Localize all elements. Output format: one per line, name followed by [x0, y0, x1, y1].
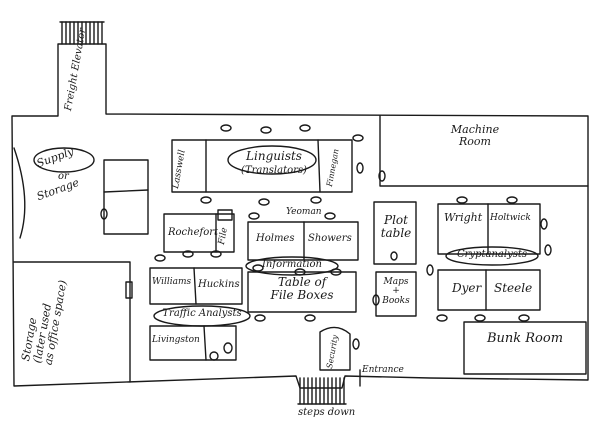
bunk-room-label: Bunk Room [480, 332, 570, 346]
supply-cabinet [103, 159, 149, 235]
showers-text: Showers [308, 233, 352, 244]
traffic-analysts-circle [153, 305, 251, 327]
holmes-label: Holmes [256, 233, 295, 245]
plot-table [373, 201, 417, 265]
plot-table-label: Plot table [376, 214, 416, 239]
linguists-table [171, 139, 353, 193]
yeoman-text: Yeoman [286, 207, 322, 217]
storage-door [125, 281, 133, 299]
machine-room-wall [379, 115, 589, 187]
entrance-steps [297, 377, 347, 405]
williams-text: Williams [152, 277, 192, 287]
rochefort-desk [163, 213, 235, 253]
traffic-analysts-text: Traffic Analysts [162, 308, 242, 319]
machine-room-text: Machine Room [450, 123, 500, 148]
cryptanalysts-circle [445, 246, 539, 266]
huckins-text: Huckins [198, 279, 240, 290]
maps-books-line-3: Books [382, 295, 410, 306]
steele-text: Steele [494, 281, 533, 295]
chairs [100, 124, 552, 361]
file-boxes-line-2: File Boxes [270, 287, 334, 302]
linguists-label: Linguists [236, 150, 312, 163]
linguists-text: Linguists [246, 149, 302, 163]
steps-down-text: steps down [298, 407, 356, 418]
holmes-showers-table [247, 221, 359, 261]
plot-table-line-2: table [380, 225, 412, 240]
machine-room-label: Machine Room [430, 124, 520, 147]
file-boxes-label: Table of File Boxes [252, 276, 352, 301]
bunk-room-text: Bunk Room [486, 331, 564, 346]
translators-text: (Translators) [241, 165, 307, 176]
plot-table-line-1: Plot [384, 213, 408, 227]
security-booth [319, 326, 351, 371]
cryptanalysts-text: Cryptanalysts [457, 249, 527, 260]
or-text: or [58, 171, 69, 182]
information-circle [245, 256, 339, 276]
entrance-label: Entrance [362, 365, 404, 375]
maps-books-line-2: + [392, 286, 400, 297]
file-box-small [217, 209, 233, 221]
holtwick-text: Holtwick [490, 213, 531, 223]
dyer-text: Dyer [452, 281, 482, 295]
wright-text: Wright [444, 211, 483, 224]
steps-down-label: steps down [298, 407, 356, 419]
livingston-text: Livingston [152, 335, 200, 345]
storage-room-wall [13, 261, 131, 383]
elevator-hatching [59, 21, 105, 45]
supply-circle [33, 147, 95, 173]
entrance-text: Entrance [362, 365, 404, 375]
information-label: Information [252, 259, 332, 271]
rochefort-text: Rochefort [168, 227, 219, 238]
cryptanalysts-label: Cryptanalysts [448, 249, 536, 261]
cryptanalysts-desk-lower [437, 269, 541, 311]
maps-books-line-1: Maps [383, 277, 409, 287]
rochefort-label: Rochefort [168, 227, 219, 239]
showers-label: Showers [308, 233, 352, 245]
file-boxes-line-1: Table of [277, 275, 327, 289]
supply-room-wall [13, 147, 26, 239]
livingston-label: Livingston [152, 335, 200, 345]
bunk-room [463, 321, 587, 375]
holmes-text: Holmes [256, 233, 295, 244]
huckins-label: Huckins [198, 279, 240, 291]
linguists-circle [227, 145, 317, 175]
maps-books-shelf [375, 271, 417, 317]
yeoman-label: Yeoman [286, 207, 322, 217]
or-label: or [58, 171, 69, 183]
holtwick-label: Holtwick [490, 213, 531, 223]
translators-label: (Translators) [232, 165, 316, 177]
dyer-label: Dyer [452, 282, 481, 295]
cryptanalysts-desk-upper [437, 203, 541, 255]
file-boxes-table [247, 271, 357, 313]
steele-label: Steele [494, 282, 532, 295]
maps-books-label: Maps + Books [376, 277, 416, 306]
williams-label: Williams [152, 277, 192, 287]
traffic-analysts-label: Traffic Analysts [156, 308, 248, 320]
wright-label: Wright [444, 212, 482, 224]
information-text: Information [261, 259, 322, 270]
